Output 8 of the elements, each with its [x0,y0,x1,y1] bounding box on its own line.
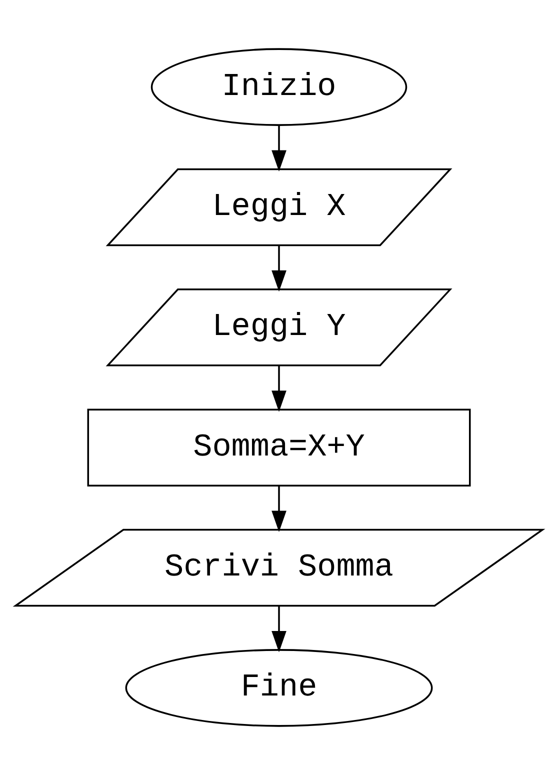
arrow [272,486,286,532]
arrow [272,365,286,412]
arrow [272,125,286,172]
node-box: Somma=X+Y [87,408,471,486]
arrow [272,606,286,652]
arrow [272,245,286,292]
node-ellipse: Fine [125,649,433,727]
node-ellipse: Inizio [150,48,408,126]
